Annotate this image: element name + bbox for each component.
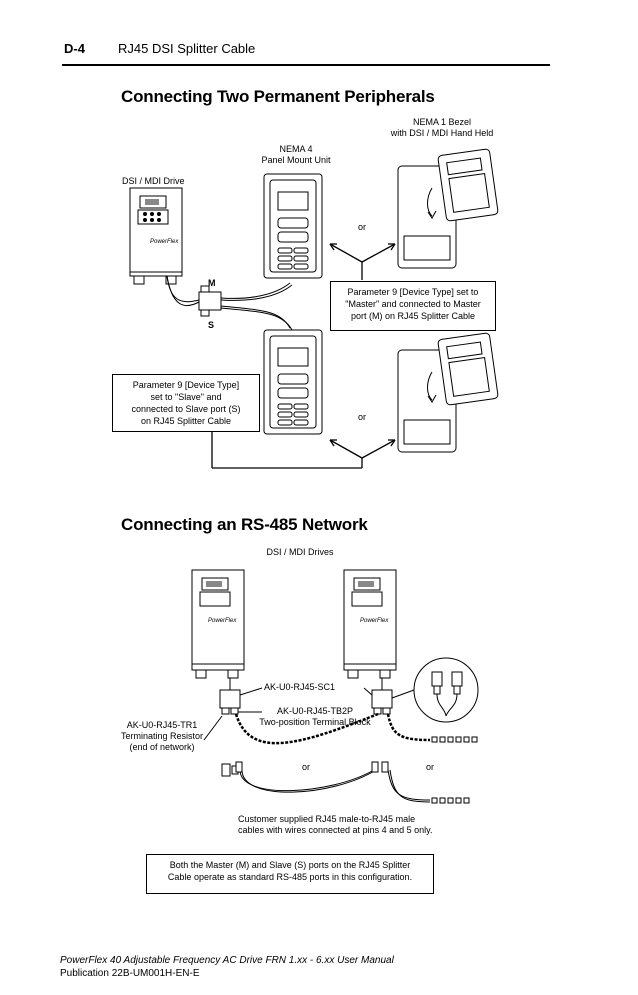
splitter-left — [219, 689, 241, 715]
terminal-block-magnified — [413, 657, 479, 723]
section1-heading: Connecting Two Permanent Peripherals — [121, 87, 435, 106]
or-bottom-label: or — [357, 412, 366, 422]
svg-text:PowerFlex: PowerFlex — [208, 618, 237, 624]
or-right-label: or — [425, 762, 434, 772]
terminating-resistor — [221, 763, 239, 777]
svg-text:PowerFlex: PowerFlex — [360, 618, 389, 624]
nema4-panel-unit-bottom — [263, 329, 323, 435]
page-number: D-4 — [64, 41, 85, 56]
rs485-info-box: Both the Master (M) and Slave (S) ports … — [146, 854, 434, 894]
drives-label: DSI / MDI Drives — [266, 547, 334, 557]
svg-text:M: M — [208, 278, 216, 288]
drive-unit: PowerFlex — [129, 187, 183, 285]
sc1-label: AK-U0-RJ45-SC1 — [264, 682, 336, 692]
or-left-label: or — [301, 762, 310, 772]
footer-manual: PowerFlex 40 Adjustable Frequency AC Dri… — [60, 955, 394, 966]
splitter-right — [371, 689, 393, 715]
footer-publication: Publication 22B-UM001H-EN-E — [60, 968, 200, 979]
nema1-bezel-bottom — [397, 332, 499, 453]
master-y-connector — [329, 243, 396, 280]
drive-right: PowerFlex — [343, 569, 397, 679]
nema1-bezel-top — [397, 148, 499, 269]
svg-text:PowerFlex: PowerFlex — [150, 239, 179, 245]
master-note-box: Parameter 9 [Device Type] set to"Master"… — [330, 281, 496, 331]
drive-left: PowerFlex — [191, 569, 245, 679]
section2-heading: Connecting an RS-485 Network — [121, 515, 368, 534]
drive-label: DSI / MDI Drive — [122, 176, 185, 186]
nema4-panel-unit-top — [263, 173, 323, 279]
page-header-title: RJ45 DSI Splitter Cable — [118, 41, 256, 56]
or-top-label: or — [357, 222, 366, 232]
svg-text:S: S — [208, 320, 214, 330]
slave-note-box: Parameter 9 [Device Type]set to "Slave" … — [112, 374, 260, 432]
customer-note: Customer supplied RJ45 male-to-RJ45 male… — [238, 814, 433, 835]
header-rule — [62, 64, 550, 66]
rj45-plugs — [235, 761, 389, 773]
rj45-splitter — [198, 285, 222, 317]
